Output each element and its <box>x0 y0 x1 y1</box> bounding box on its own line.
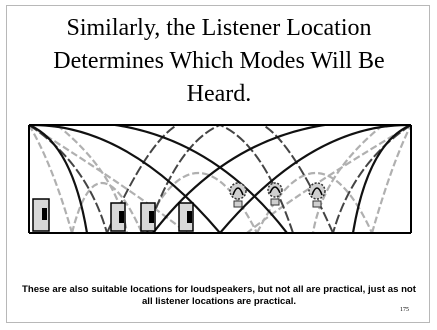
mode-arches-mid <box>29 125 411 232</box>
loudspeaker-1 <box>32 198 50 232</box>
listener-3 <box>308 182 326 208</box>
slide-title: Similarly, the Listener Location Determi… <box>53 15 385 107</box>
page-number: 175 <box>400 307 409 313</box>
room-mode-diagram <box>27 123 413 235</box>
room-outline <box>28 124 412 234</box>
loudspeaker-3 <box>140 202 156 232</box>
listener-2 <box>267 182 283 206</box>
loudspeaker-2 <box>110 202 126 232</box>
loudspeaker-4 <box>178 202 194 232</box>
slide-border <box>6 5 430 323</box>
mode-arches-dark <box>29 125 411 232</box>
mode-arches-light <box>29 125 411 232</box>
slide-caption: These are also suitable locations for lo… <box>22 284 416 307</box>
listener-1 <box>229 182 247 208</box>
